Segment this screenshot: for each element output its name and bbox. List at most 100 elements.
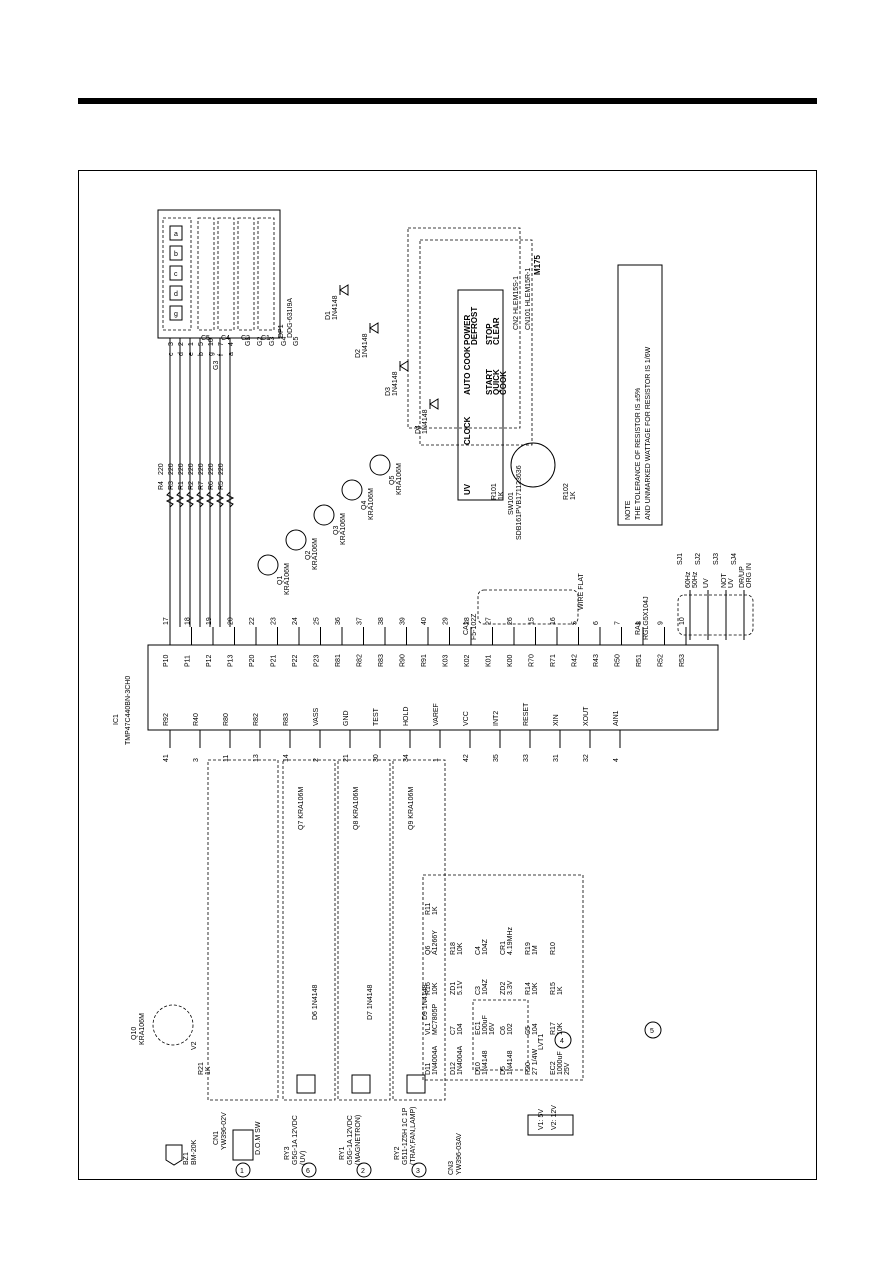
ic-right-pin-name: P13 xyxy=(228,654,235,667)
segment-resistor-ref: R2 xyxy=(188,481,195,490)
r102-val: 1K xyxy=(570,491,577,500)
relay-ref: RY3 xyxy=(284,1146,291,1160)
psu-cr1-line-2: 4.19MHz xyxy=(507,926,514,955)
ic1-right-pins: 17P1018P1119P1220P1322P2023P2124P2225P23… xyxy=(163,617,687,667)
ic-right-pin-number: 10 xyxy=(679,617,686,625)
diode-part: 1N4148 xyxy=(422,409,429,434)
ic1-ref: IC1 xyxy=(113,714,120,725)
diode-symbol xyxy=(339,284,349,296)
grid-transistor-part: KRA106M xyxy=(284,563,291,595)
transformer-box xyxy=(472,999,529,1071)
g3-segment-cell xyxy=(169,285,183,301)
psu-c5-line-2: 104 xyxy=(532,1023,539,1035)
key-label-line-3: COOK xyxy=(499,371,508,395)
cn3-ref: CN3 xyxy=(448,1161,455,1175)
psu-d12-line-1: D12 xyxy=(450,1062,457,1075)
supply-note-1: V1: 5V xyxy=(538,1109,545,1130)
segment-resistor-val: 220 xyxy=(208,463,215,475)
relay-circle-number xyxy=(356,1162,372,1178)
cn1-ref: CN1 xyxy=(213,1131,220,1145)
ic-right-pin-number: 8 xyxy=(636,621,643,625)
relay-part: G511-1Z5H 1C 1P xyxy=(402,1107,409,1165)
ic-right-pin-name: R70 xyxy=(529,654,536,667)
transformer-ref: LVT1 xyxy=(538,1034,545,1050)
g3-segment-letter: c xyxy=(174,271,178,278)
g3-segment-letter: b xyxy=(174,251,178,258)
ic-right-pin-name: R43 xyxy=(593,654,600,667)
jumper-option: NOT xyxy=(721,573,728,589)
relay-diode: D9 1N4148 xyxy=(422,984,429,1020)
psu-r16-line-1: R16 xyxy=(425,982,432,995)
relay-circle-text: 2 xyxy=(361,1168,365,1175)
r102-ref: R102 xyxy=(563,483,570,500)
grid-transistor-ref: Q3 xyxy=(333,526,340,535)
grid-transistor-part: KRA106M xyxy=(312,538,319,570)
grid-transistor-ref: Q1 xyxy=(277,576,284,585)
ic-left-pin-name: VAREF xyxy=(433,703,440,726)
psu-d11-line-1: D11 xyxy=(425,1063,432,1075)
digit-label: C4 xyxy=(221,335,230,342)
psu-zd1-line-1: ZD1 xyxy=(450,982,457,995)
encoder-ref: SW101 xyxy=(508,492,515,515)
ic-right-pin-number: 18 xyxy=(185,617,192,625)
grid-label: G3 xyxy=(269,337,276,346)
ic-right-pin-name: K02 xyxy=(464,654,471,667)
grid-transistor-part: KRA106M xyxy=(368,488,375,520)
relay-circle-number xyxy=(411,1162,427,1178)
psu-ec1-line-2: 100uF xyxy=(482,1015,489,1035)
ic-right-pin-number: 29 xyxy=(443,617,450,625)
ic-left-pin-name: XOUT xyxy=(583,706,590,726)
grid-transistor-ref: Q5 xyxy=(389,476,396,485)
key-label-line-2: DEFROST xyxy=(470,307,479,345)
digit-label: C1 xyxy=(261,335,270,342)
ic-left-pin-name: RESET xyxy=(523,702,530,726)
relay-part: G5G-1A 12VDC xyxy=(292,1115,299,1165)
ic-right-pin-name: R51 xyxy=(636,654,643,667)
ic-right-pin-number: 26 xyxy=(507,617,514,625)
encoder-sw101: SW101 SDB161PVB171123636 R101 1K R102 1K xyxy=(491,442,577,540)
segment-letter: g xyxy=(208,352,215,356)
ic-left-pin-number: 35 xyxy=(493,754,500,762)
ic-left-pin-number: 34 xyxy=(403,754,410,762)
segment-resistor-val: 220 xyxy=(218,463,225,475)
ca1-box xyxy=(477,589,579,625)
diode-ref: D1 xyxy=(325,311,332,320)
ic-left-pin-number: 30 xyxy=(373,754,380,762)
psu-r20-line-2: 27 1/4W xyxy=(532,1049,539,1075)
cn2-box xyxy=(419,239,533,446)
psu-r16-line-2: 10K xyxy=(432,982,439,995)
relay-coil xyxy=(296,1074,316,1094)
ic-left-pin-name: GND xyxy=(343,710,350,726)
digit-box xyxy=(217,217,235,331)
ic-left-pin-name: VASS xyxy=(313,708,320,726)
display-body xyxy=(157,209,281,339)
top-rule xyxy=(78,98,817,104)
ic-left-pin-name: R80 xyxy=(223,713,230,726)
diode-ref: D2 xyxy=(355,349,362,358)
ic-left-pin-number: 32 xyxy=(583,754,590,762)
jumper-ref: SJ3 xyxy=(713,553,720,565)
ic-right-pin-number: 22 xyxy=(249,617,256,625)
psu-r19-line-1: R19 xyxy=(525,942,532,955)
ic-left-pin-number: 3 xyxy=(193,758,200,762)
circle-5-text: 5 xyxy=(650,1028,654,1035)
key-label-line-2: QUICK xyxy=(492,369,501,395)
psu-r11-line-1: R11 xyxy=(425,903,432,915)
ic-right-pin-name: R52 xyxy=(658,654,665,667)
segment-pin-number: 2 xyxy=(178,342,185,346)
v2-label: V2 xyxy=(191,1041,198,1050)
segment-pin-number: 10 xyxy=(208,338,215,346)
segment-pin-number: 1 xyxy=(188,342,195,346)
r101-ref: R101 xyxy=(491,483,498,500)
segment-resistor xyxy=(215,491,225,508)
cn2-label: CN2 HLEM15S-1 xyxy=(513,276,520,330)
segment-lines: 3cR42202dR32201eR12205bR222010gR72207fR6… xyxy=(158,337,300,627)
ic-left-pin-name: VCC xyxy=(463,711,470,726)
ic1: 41R923R4011R8013R8214R832VASS21GND30TEST… xyxy=(113,617,719,762)
psu-d10-line-1: D10 xyxy=(475,1062,482,1075)
segment-resistor xyxy=(175,491,185,508)
psu-c6-line-1: C6 xyxy=(500,1026,507,1035)
